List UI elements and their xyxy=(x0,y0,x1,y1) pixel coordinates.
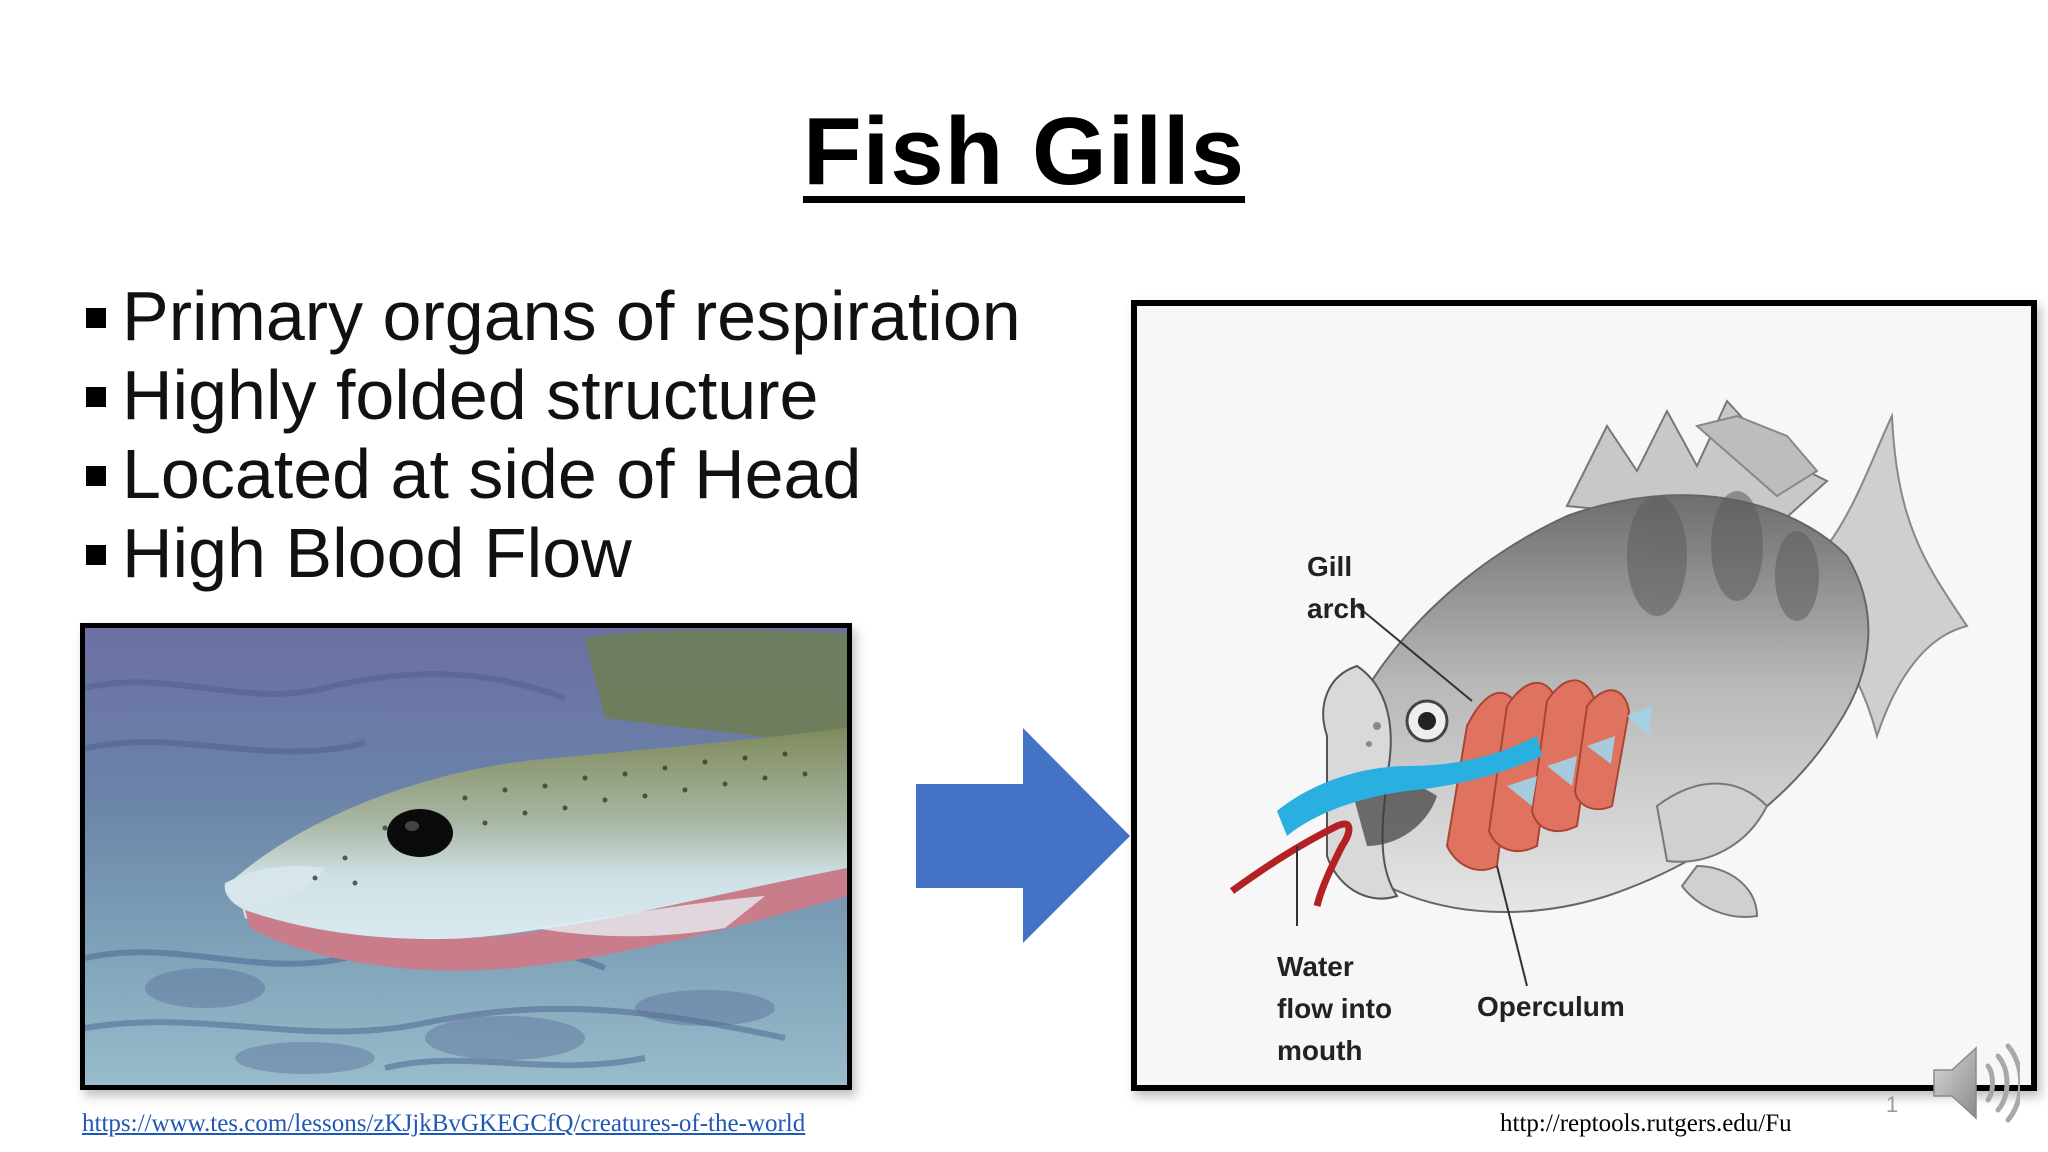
source-link-tes[interactable]: https://www.tes.com/lessons/zKJjkBvGKEGC… xyxy=(82,1110,806,1137)
bullet-list: Primary organs of respiration Highly fol… xyxy=(86,276,1021,592)
slide-title: Fish Gills xyxy=(802,98,1246,205)
diagram-label-arch: arch xyxy=(1307,593,1366,624)
arrow-right-icon xyxy=(916,728,1130,943)
bullet-marker xyxy=(86,386,106,407)
bullet-marker xyxy=(86,465,106,486)
diagram-label-gill: Gill xyxy=(1307,551,1352,582)
bullet-item: Located at side of Head xyxy=(86,434,1021,513)
source-text-rutgers: http://reptools.rutgers.edu/Fu xyxy=(1500,1110,1792,1137)
bullet-item: Highly folded structure xyxy=(86,355,1021,434)
diagram-label-operculum: Operculum xyxy=(1477,991,1625,1022)
speaker-icon[interactable] xyxy=(1930,1030,2020,1130)
diagram-label-mouth: mouth xyxy=(1277,1035,1363,1066)
bullet-marker xyxy=(86,544,106,565)
slide-number: 1 xyxy=(1886,1092,1899,1117)
gill-diagram-image: Gill arch Water flow into mouth Operculu… xyxy=(1131,300,2037,1091)
diagram-label-water: Water xyxy=(1277,951,1354,982)
fish-video-image[interactable] xyxy=(80,623,852,1090)
diagram-label-flow-into: flow into xyxy=(1277,993,1392,1024)
bullet-marker xyxy=(86,307,106,328)
bullet-item: Primary organs of respiration xyxy=(86,276,1021,355)
bullet-item: High Blood Flow xyxy=(86,513,1021,592)
